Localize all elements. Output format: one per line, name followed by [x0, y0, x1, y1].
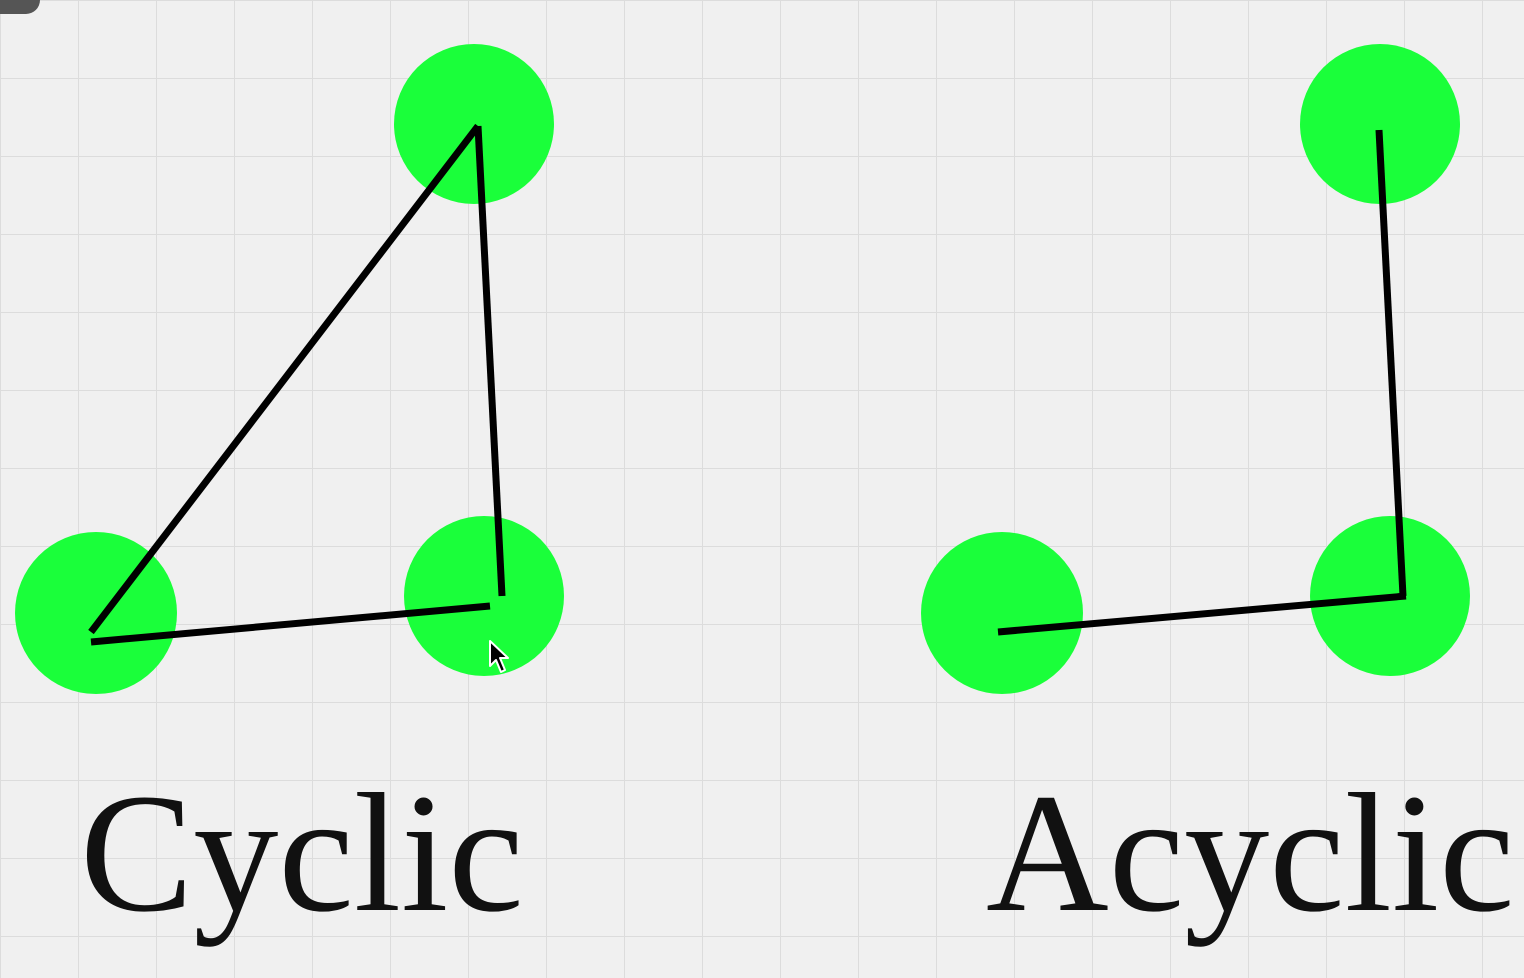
acyclic-node-top: [1300, 44, 1460, 204]
cyclic-edge-bottom-left-to-bottom-right: [90, 602, 491, 646]
cyclic-label: Cyclic: [80, 759, 524, 947]
mouse-pointer-icon: [489, 640, 509, 673]
cyclic-node-bottom-right: [404, 516, 564, 676]
acyclic-node-bottom-left: [921, 532, 1083, 694]
cyclic-edge-top-to-bottom-right: [474, 125, 506, 597]
acyclic-edge-top-to-bottom-right: [1375, 129, 1407, 597]
acyclic-label: Acyclic: [986, 759, 1515, 947]
cyclic-node-top: [394, 44, 554, 204]
cyclic-edge-top-to-bottom-left: [88, 123, 481, 635]
acyclic-edge-bottom-left-to-bottom-right: [997, 592, 1407, 636]
window-corner: [0, 0, 40, 14]
